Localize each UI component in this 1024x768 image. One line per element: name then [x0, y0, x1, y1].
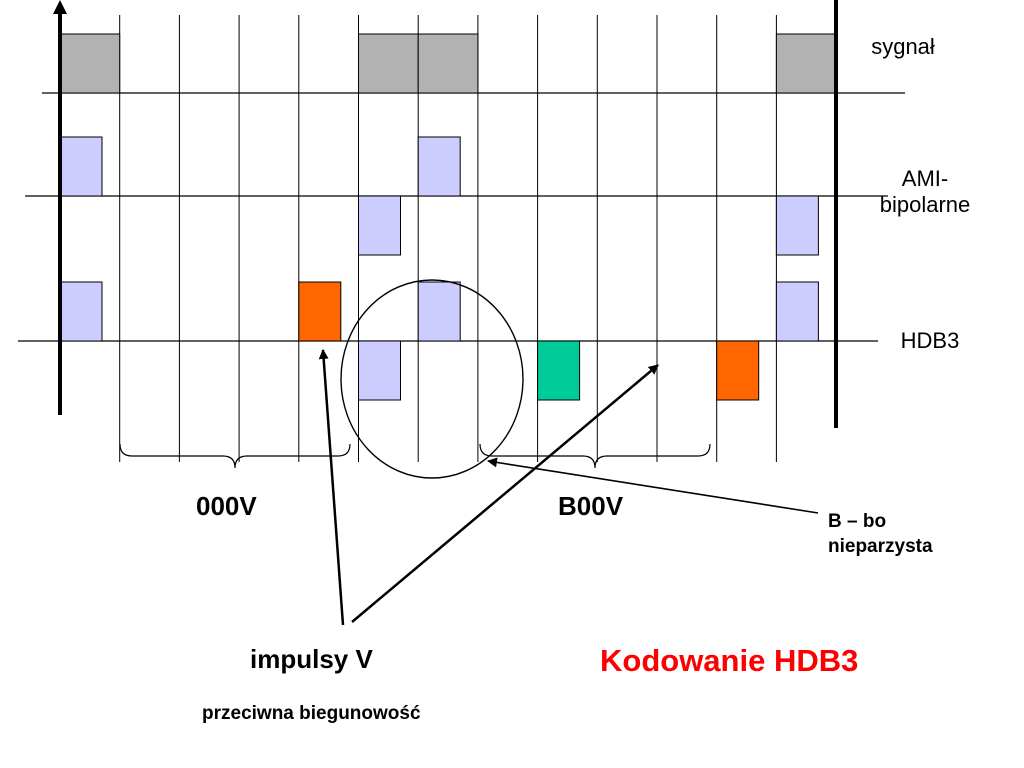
ami-pulse — [417, 136, 461, 197]
arrow-to-first-v — [318, 349, 345, 626]
page-title: Kodowanie HDB3 — [600, 643, 859, 678]
b-note-line2: nieparzysta — [828, 536, 933, 557]
ami-row-label: AMI- bipolarne — [855, 166, 995, 218]
arrow-to-ellipse — [487, 457, 819, 514]
signal-pulse — [775, 33, 837, 94]
signal-pulse — [358, 33, 419, 94]
hdb3-row-label: HDB3 — [880, 328, 980, 354]
group-label-000v: 000V — [196, 491, 257, 521]
hdb3-label-text: HDB3 — [900, 328, 960, 353]
signal-pulse — [59, 33, 121, 94]
hdb3-pulse — [775, 281, 819, 342]
hdb3-pulse — [358, 340, 401, 401]
annotations — [119, 279, 819, 626]
ami-label-line1: AMI- — [901, 166, 949, 191]
hdb3-pulse — [417, 281, 461, 342]
signal-label-text: sygnał — [871, 34, 935, 59]
pulses — [59, 33, 837, 401]
baselines — [18, 92, 905, 342]
brace-b00v — [479, 443, 711, 469]
group-label-b00v: B00V — [558, 491, 624, 521]
axes — [53, 0, 838, 428]
hdb3-b-pulse — [537, 340, 581, 401]
left-axis-arrowhead — [53, 0, 67, 14]
b-note: B – bo nieparzysta — [828, 509, 988, 559]
arrow-to-second-v — [351, 364, 659, 623]
b-note-line1: B – bo — [828, 511, 887, 532]
impulsy-v-label: impulsy V — [250, 644, 373, 674]
hdb3-violation-pulse — [716, 340, 760, 401]
ami-label-line2: bipolarne — [879, 192, 971, 217]
opposite-polarity-label: przeciwna biegunowość — [202, 703, 421, 724]
ami-pulse — [358, 195, 401, 256]
signal-row-label: sygnał — [848, 34, 958, 60]
ami-pulse — [59, 136, 103, 197]
ami-pulse — [775, 195, 819, 256]
hdb3-violation-pulse — [298, 281, 342, 342]
signal-pulse — [417, 33, 479, 94]
highlight-ellipse — [340, 279, 524, 479]
brace-000v — [119, 443, 351, 469]
hdb3-pulse — [59, 281, 103, 342]
